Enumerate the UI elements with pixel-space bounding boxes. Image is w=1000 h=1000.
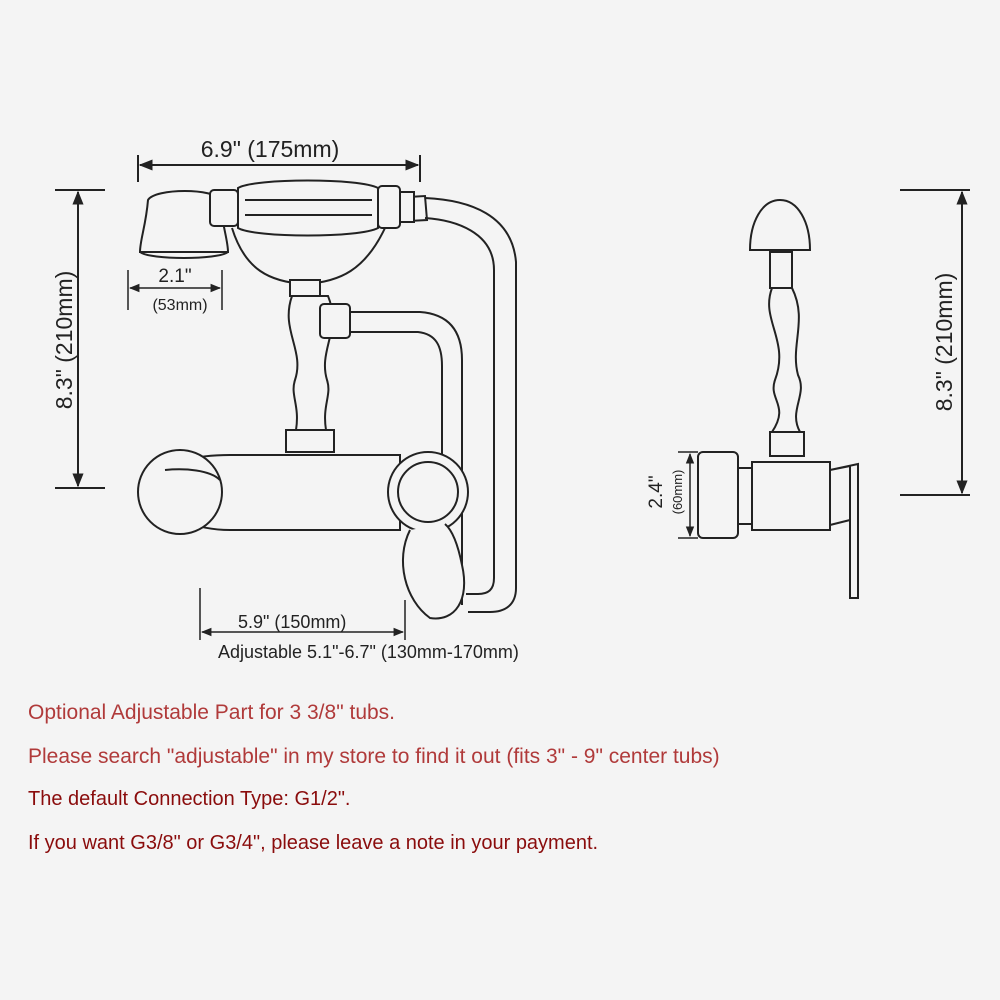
handle-width-label: 2.1" bbox=[158, 266, 191, 287]
left-height-dimension bbox=[55, 189, 105, 489]
top-width-dimension bbox=[137, 155, 421, 182]
left-height-label: 8.3" (210mm) bbox=[51, 271, 77, 410]
other-connections-note: If you want G3/8" or G3/4", please leave… bbox=[28, 832, 599, 854]
spout-span-dimension bbox=[199, 588, 406, 640]
side-height-dimension bbox=[900, 189, 970, 496]
flange-height-dimension bbox=[678, 451, 698, 539]
spout-span-label: 5.9" (150mm) bbox=[238, 612, 346, 632]
front-view bbox=[55, 155, 517, 640]
faucet-technical-drawing: 6.9" (175mm) 2.1" (53mm) 8.3" (210mm) 5.… bbox=[51, 136, 970, 662]
default-connection-note: The default Connection Type: G1/2". bbox=[28, 788, 351, 810]
side-height-label: 8.3" (210mm) bbox=[931, 273, 957, 412]
connection-pipe bbox=[350, 311, 463, 605]
optional-part-note: Optional Adjustable Part for 3 3/8" tubs… bbox=[28, 701, 396, 724]
side-view bbox=[678, 189, 970, 599]
handle-width-dimension bbox=[127, 270, 223, 310]
adjustable-range-label: Adjustable 5.1"-6.7" (130mm-170mm) bbox=[218, 642, 519, 662]
side-mixer-body bbox=[697, 451, 859, 599]
flange-height-mm-label: (60mm) bbox=[670, 470, 685, 515]
flange-height-label: 2.4" bbox=[646, 475, 667, 508]
search-hint-note: Please search "adjustable" in my store t… bbox=[28, 745, 720, 768]
handle-width-mm-label: (53mm) bbox=[152, 297, 207, 314]
support-column bbox=[285, 279, 351, 453]
side-hand-shower bbox=[748, 198, 812, 457]
top-width-label: 6.9" (175mm) bbox=[201, 136, 340, 162]
mixer-body bbox=[137, 449, 469, 620]
